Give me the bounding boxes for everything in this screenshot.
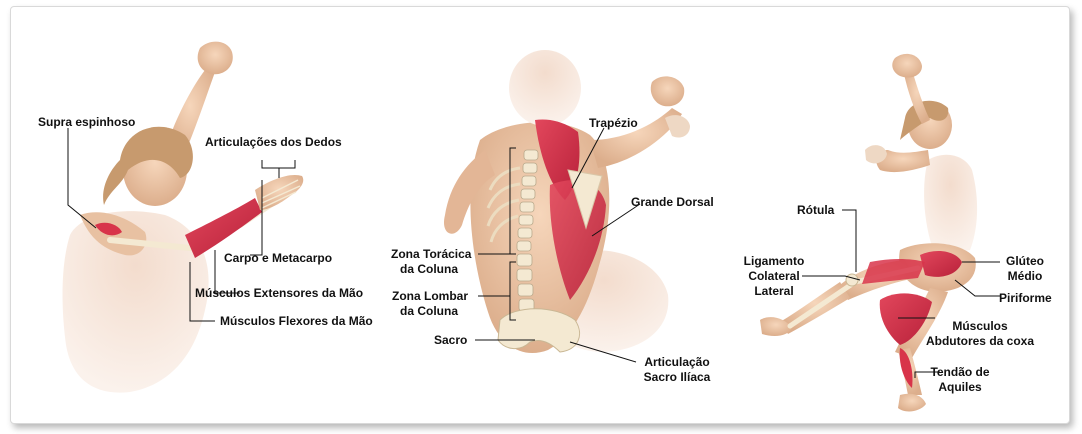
- label-articulacoes-dedos: Articulações dos Dedos: [205, 135, 342, 149]
- leg-figure-foot-right: [898, 394, 926, 412]
- leg-figure: [760, 54, 1000, 412]
- label-supra-espinhoso: Supra espinhoso: [38, 115, 135, 129]
- label-musculos: Músculos: [915, 319, 1045, 333]
- label-zona-lombar-coluna: da Coluna: [400, 304, 458, 318]
- label-medio: Médio: [995, 269, 1055, 283]
- label-ligamento: Ligamento: [734, 254, 814, 268]
- arm-figure: [63, 42, 304, 393]
- label-sacro: Sacro: [434, 333, 467, 347]
- label-musculos-extensores: Músculos Extensores da Mão: [195, 286, 363, 300]
- label-zona-toracica: Zona Torácica: [391, 247, 471, 261]
- back-figure-head: [509, 50, 581, 126]
- label-grande-dorsal: Grande Dorsal: [631, 195, 714, 209]
- label-musculos-flexores: Músculos Flexores da Mão: [220, 314, 373, 328]
- back-figure-right-fist: [651, 76, 685, 106]
- label-zona-toracica-coluna: da Coluna: [400, 262, 458, 276]
- label-aquiles: Aquiles: [920, 380, 1000, 394]
- back-figure-left-fist: [665, 115, 690, 137]
- label-abdutores-coxa: Abdutores da coxa: [915, 334, 1045, 348]
- label-articulacao: Articulação: [637, 355, 717, 369]
- label-colateral: Colateral: [734, 269, 814, 283]
- label-sacro-iliaca: Sacro Ilíaca: [637, 370, 717, 384]
- leg-figure-patella: [846, 274, 858, 286]
- leg-figure-raised-fist: [892, 54, 922, 78]
- arm-figure-forearm-muscle: [185, 198, 262, 258]
- label-piriforme: Piriforme: [999, 291, 1052, 305]
- label-lateral: Lateral: [734, 284, 814, 298]
- label-trapezio: Trapézio: [589, 116, 638, 130]
- label-carpo-metacarpo: Carpo e Metacarpo: [224, 251, 332, 265]
- label-rotula: Rótula: [797, 203, 834, 217]
- arm-figure-raised-fist: [198, 42, 233, 75]
- label-gluteo: Glúteo: [995, 254, 1055, 268]
- label-tendao: Tendão de: [920, 365, 1000, 379]
- leg-figure-torso: [924, 155, 977, 255]
- label-zona-lombar: Zona Lombar: [392, 289, 468, 303]
